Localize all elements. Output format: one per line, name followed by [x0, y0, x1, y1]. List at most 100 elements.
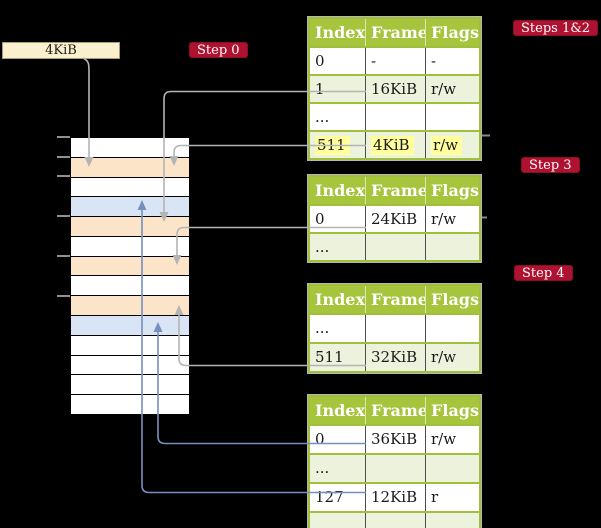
- cell-flags: [426, 104, 479, 130]
- memory-boundary-tick: [57, 175, 70, 177]
- cell-flags: r/w: [426, 426, 479, 453]
- memory-frame-row-free: [71, 176, 189, 197]
- frame-value: 36KiB: [371, 430, 418, 448]
- index-value: 511: [315, 348, 344, 366]
- cell-frame: 36KiB: [366, 426, 426, 453]
- index-value: 0: [315, 430, 325, 448]
- flags-value: r: [431, 488, 439, 506]
- cell-frame: 4KiB: [366, 132, 426, 158]
- frame-value: 4KiB: [371, 136, 414, 155]
- table-row-index-ellipsis: ...: [310, 102, 479, 130]
- header-cell-flags: Flags: [431, 290, 479, 309]
- cell-frame: 16KiB: [366, 76, 426, 102]
- index-value: 0: [315, 210, 325, 228]
- table-row-index-511: 511 32KiB r/w: [310, 342, 479, 371]
- cell-flags: -: [426, 48, 479, 74]
- memory-frame-row-page-table: [71, 255, 189, 276]
- memory-frame-row-free: [71, 374, 189, 395]
- frame-value: 16KiB: [371, 80, 418, 98]
- memory-boundary-tick: [57, 295, 70, 297]
- memory-frame-row-page-table: [71, 156, 189, 177]
- cell-flags: r/w: [426, 206, 479, 232]
- cell-flags: r: [426, 484, 479, 511]
- memory-boundary-tick: [57, 215, 70, 217]
- cell-index: ...: [310, 234, 366, 260]
- index-value: 127: [315, 488, 344, 506]
- memory-frame-row-free: [71, 394, 189, 414]
- memory-frame-row-free: [71, 354, 189, 375]
- cell-flags: [426, 315, 479, 342]
- header-cell-flags: Flags: [431, 181, 479, 200]
- memory-frame-row-page-table: [71, 216, 189, 236]
- header-cell-flags: Flags: [431, 23, 479, 42]
- table-row-index-1: 1 16KiB r/w: [310, 74, 479, 102]
- index-value: ...: [315, 517, 330, 528]
- memory-boundary-tick: [57, 156, 70, 158]
- cell-index: 0: [310, 48, 366, 74]
- table-row-index-0: 0 --: [310, 46, 479, 74]
- memory-boundary-tick: [57, 255, 70, 257]
- flags-value: r/w: [431, 136, 463, 155]
- cell-index: ...: [310, 455, 366, 482]
- table-row-index-ellipsis: ...: [310, 453, 479, 482]
- cell-index: 511: [310, 132, 366, 158]
- memory-frame-row-free: [71, 275, 189, 296]
- header-cell-index: Index: [310, 19, 366, 46]
- index-value: 0: [315, 52, 325, 70]
- header-cell-flags: Flags: [431, 401, 479, 420]
- cell-flags: [426, 455, 479, 482]
- index-value: ...: [315, 459, 330, 477]
- cell-index: 1: [310, 76, 366, 102]
- memory-boundary-tick: [57, 136, 70, 138]
- index-value: ...: [315, 319, 330, 337]
- table-row-index-127: 127 12KiB r: [310, 482, 479, 511]
- steps-1-2-badge: Steps 1&2: [513, 20, 599, 36]
- memory-frame-row-free: [71, 235, 189, 256]
- flags-value: r/w: [431, 210, 457, 228]
- header-cell-index: Index: [310, 177, 366, 204]
- frame-size-label: 4KiB: [45, 43, 77, 58]
- cell-index: 511: [310, 344, 366, 371]
- table-row-index-0: 0 24KiB r/w: [310, 204, 479, 232]
- step-3-badge: Step 3: [521, 157, 580, 173]
- cell-flags: r/w: [426, 344, 479, 371]
- cell-index: 127: [310, 484, 366, 511]
- cell-frame: -: [366, 48, 426, 74]
- table-row-index-ellipsis: ...: [310, 232, 479, 260]
- table-row-index-ellipsis: ...: [310, 511, 479, 528]
- step-0-badge: Step 0: [189, 42, 248, 58]
- table-row-index-0: 0 36KiB r/w: [310, 424, 479, 453]
- index-value: ...: [315, 238, 330, 256]
- memory-frame-row-free: [71, 334, 189, 355]
- header-cell-frame: Frame: [366, 397, 426, 424]
- cell-frame: 12KiB: [366, 484, 426, 511]
- frame-value: 32KiB: [371, 348, 418, 366]
- cell-index: ...: [310, 315, 366, 342]
- cell-index: 0: [310, 206, 366, 232]
- cell-frame: 32KiB: [366, 344, 426, 371]
- frame-value: 12KiB: [371, 488, 418, 506]
- physical-memory-column: [70, 137, 190, 415]
- table-row-index-511: 511 4KiB r/w: [310, 130, 479, 158]
- cell-frame: [366, 455, 426, 482]
- index-value: 511: [315, 136, 350, 155]
- table-row-index-ellipsis: ...: [310, 313, 479, 342]
- cell-frame: [366, 104, 426, 130]
- index-value: 1: [315, 80, 325, 98]
- flags-value: r/w: [431, 80, 457, 98]
- step-4-badge: Step 4: [514, 265, 573, 281]
- cell-frame: 24KiB: [366, 206, 426, 232]
- cell-index: ...: [310, 513, 366, 528]
- cell-flags: r/w: [426, 132, 479, 158]
- header-cell-index: Index: [310, 286, 366, 313]
- memory-frame-row-page-table: [71, 295, 189, 316]
- memory-frame-row-free: [71, 138, 189, 157]
- cell-frame: [366, 234, 426, 260]
